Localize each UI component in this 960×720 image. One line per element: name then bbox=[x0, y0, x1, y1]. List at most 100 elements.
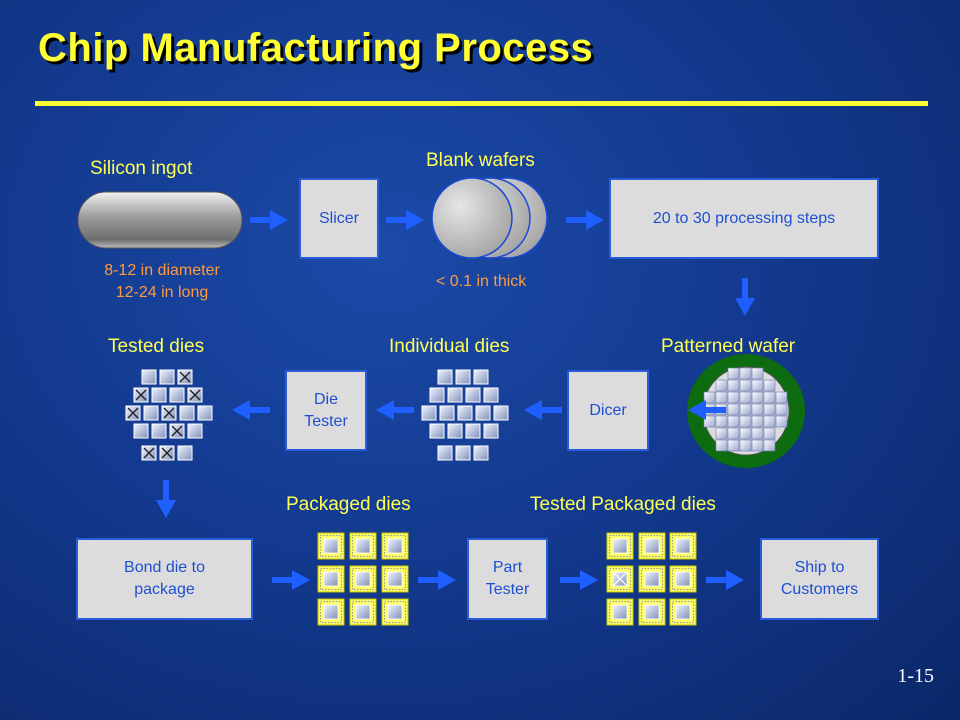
individual-die bbox=[429, 387, 445, 403]
page-title: Chip Manufacturing Process bbox=[38, 26, 594, 70]
arrow-right-icon bbox=[418, 570, 456, 590]
tested-die bbox=[177, 369, 193, 385]
ingot-diameter-note: 8-12 in diameter bbox=[104, 262, 220, 279]
individual-die bbox=[465, 387, 481, 403]
wafer-die-cell bbox=[763, 439, 776, 452]
arrow-right-icon bbox=[566, 210, 604, 230]
tested-packaged-die bbox=[669, 565, 697, 593]
wafer-die-cell bbox=[763, 427, 776, 440]
slicer-label: Slicer bbox=[318, 209, 359, 227]
label-patterned-wafer: Patterned wafer bbox=[661, 336, 796, 357]
wafer-die-cell bbox=[739, 367, 752, 380]
individual-die bbox=[421, 405, 437, 421]
wafer-die-cell bbox=[763, 415, 776, 428]
tested-die bbox=[169, 387, 185, 403]
packaged-die bbox=[349, 532, 377, 560]
individual-die bbox=[455, 445, 471, 461]
tested-die bbox=[143, 405, 159, 421]
ship-label-1: Ship to bbox=[794, 559, 845, 576]
individual-die bbox=[447, 387, 463, 403]
tested-packaged-die bbox=[669, 598, 697, 626]
wafer-die-cell bbox=[751, 379, 764, 392]
wafer-die-cell bbox=[727, 403, 740, 416]
wafer-die-cell bbox=[739, 439, 752, 452]
arrow-left-icon bbox=[376, 400, 414, 420]
tested-die bbox=[187, 387, 203, 403]
tested-packaged-die bbox=[606, 532, 634, 560]
individual-die bbox=[437, 445, 453, 461]
individual-die bbox=[447, 423, 463, 439]
wafer-die-cell bbox=[763, 403, 776, 416]
die-tester-box: Die Tester bbox=[285, 370, 367, 451]
packaged-die bbox=[317, 598, 345, 626]
wafer-die-cell bbox=[715, 391, 728, 404]
wafer-die-cell bbox=[715, 439, 728, 452]
label-tested-dies: Tested dies bbox=[108, 336, 205, 357]
part-tester-label-2: Tester bbox=[485, 581, 530, 598]
arrow-right-icon bbox=[706, 570, 744, 590]
wafer-thickness-note: < 0.1 in thick bbox=[436, 273, 527, 290]
arrow-right-icon bbox=[386, 210, 424, 230]
packaged-die bbox=[317, 532, 345, 560]
tested-packaged-die bbox=[606, 565, 634, 593]
tested-packaged-die bbox=[638, 565, 666, 593]
arrow-down-icon bbox=[156, 480, 176, 518]
wafer-die-cell bbox=[775, 415, 788, 428]
tested-die bbox=[141, 369, 157, 385]
wafer-die-cell bbox=[727, 427, 740, 440]
packaged-die bbox=[317, 565, 345, 593]
wafer-die-cell bbox=[727, 439, 740, 452]
individual-die bbox=[429, 423, 445, 439]
wafer-die-cell bbox=[751, 403, 764, 416]
individual-die bbox=[483, 423, 499, 439]
individual-die bbox=[437, 369, 453, 385]
tested-die bbox=[151, 387, 167, 403]
wafer-die-cell bbox=[727, 391, 740, 404]
wafer-die-cell bbox=[739, 391, 752, 404]
wafer-die-cell bbox=[763, 379, 776, 392]
tested-die bbox=[187, 423, 203, 439]
bond-die-box: Bond die to package bbox=[76, 538, 253, 620]
tested-die bbox=[159, 369, 175, 385]
packaged-die bbox=[381, 532, 409, 560]
tested-die bbox=[133, 423, 149, 439]
part-tester-box: Part Tester bbox=[467, 538, 548, 620]
bond-die-label-2: package bbox=[134, 581, 195, 598]
tested-die bbox=[125, 405, 141, 421]
arrow-right-icon bbox=[250, 210, 288, 230]
arrow-down-icon bbox=[735, 278, 755, 316]
die-tester-label-2: Tester bbox=[304, 412, 348, 430]
wafer-die-cell bbox=[715, 427, 728, 440]
tested-packaged-die bbox=[638, 598, 666, 626]
label-silicon-ingot: Silicon ingot bbox=[90, 158, 193, 179]
wafer-die-cell bbox=[775, 391, 788, 404]
tested-die bbox=[159, 445, 175, 461]
arrow-left-icon bbox=[524, 400, 562, 420]
wafer-die-cell bbox=[739, 427, 752, 440]
slicer-box: Slicer bbox=[299, 178, 379, 259]
processing-steps-box: 20 to 30 processing steps bbox=[609, 178, 879, 259]
dicer-label: Dicer bbox=[589, 401, 627, 419]
arrow-left-icon bbox=[232, 400, 270, 420]
tested-die bbox=[197, 405, 213, 421]
individual-die bbox=[455, 369, 471, 385]
label-packaged-dies: Packaged dies bbox=[286, 494, 411, 515]
wafer-die-cell bbox=[751, 367, 764, 380]
wafer-die-cell bbox=[715, 379, 728, 392]
wafer-die-cell bbox=[703, 391, 716, 404]
tested-packaged-die bbox=[669, 532, 697, 560]
packaged-die bbox=[349, 565, 377, 593]
tested-die bbox=[151, 423, 167, 439]
individual-die bbox=[473, 445, 489, 461]
tested-die bbox=[177, 445, 193, 461]
wafer-die-cell bbox=[751, 415, 764, 428]
tested-die bbox=[141, 445, 157, 461]
label-blank-wafers: Blank wafers bbox=[426, 150, 535, 171]
ingot-dimensions: 8-12 in diameter 12-24 in long bbox=[74, 260, 250, 304]
wafer-die-cell bbox=[763, 391, 776, 404]
title-underline bbox=[35, 101, 928, 106]
individual-die bbox=[473, 369, 489, 385]
blank-wafers-icon bbox=[431, 177, 548, 259]
ingot-length-note: 12-24 in long bbox=[115, 284, 209, 301]
